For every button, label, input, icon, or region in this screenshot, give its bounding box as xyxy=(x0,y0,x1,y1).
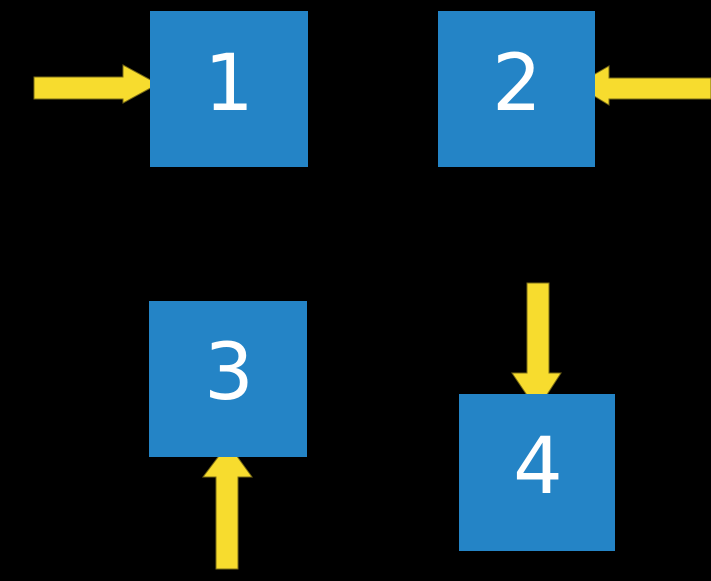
arrow-into-node-4[interactable] xyxy=(511,282,562,411)
node-3[interactable]: 3 xyxy=(149,301,307,457)
node-2[interactable]: 2 xyxy=(438,11,595,167)
arrow-layer xyxy=(33,64,711,570)
node-3-box[interactable] xyxy=(149,301,307,457)
node-2-label: 2 xyxy=(492,39,542,129)
node-2-box[interactable] xyxy=(438,11,595,167)
node-layer: 1 2 3 4 xyxy=(149,11,615,551)
arrow-into-node-3[interactable] xyxy=(201,443,253,570)
node-4-label: 4 xyxy=(513,422,563,512)
node-1-label: 1 xyxy=(204,39,254,129)
node-3-label: 3 xyxy=(204,328,254,418)
node-1[interactable]: 1 xyxy=(150,11,308,167)
node-4-box[interactable] xyxy=(459,394,615,551)
node-4[interactable]: 4 xyxy=(459,394,615,551)
node-1-box[interactable] xyxy=(150,11,308,167)
arrow-into-node-1[interactable] xyxy=(33,64,160,104)
